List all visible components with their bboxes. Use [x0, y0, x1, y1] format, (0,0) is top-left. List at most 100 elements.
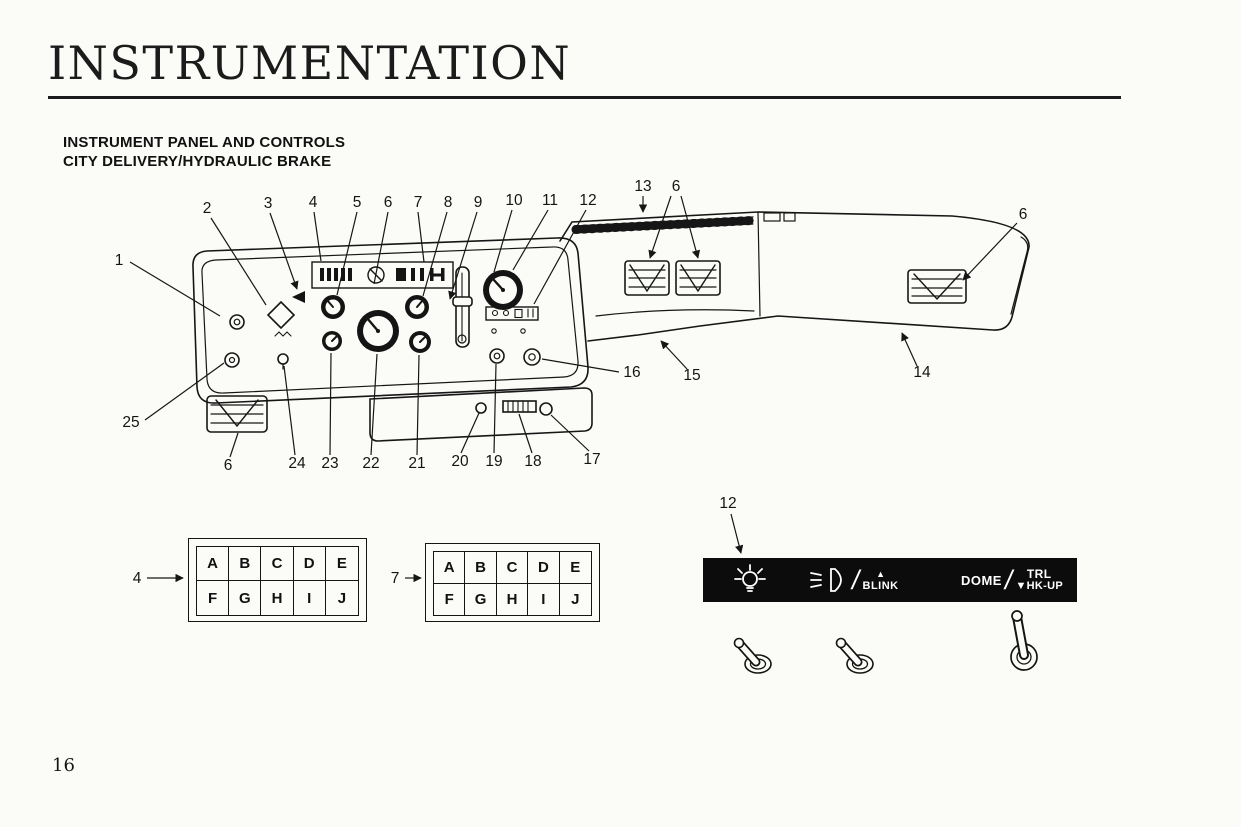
grid2-callout-label: 7 — [391, 570, 400, 587]
grid1-callout-label: 4 — [133, 570, 142, 587]
section-heading-line1: INSTRUMENT PANEL AND CONTROLS — [63, 134, 346, 151]
callout-label: 7 — [414, 194, 423, 211]
callout-label: 12 — [579, 192, 596, 209]
grid-cell: F — [434, 583, 466, 615]
leader-lines — [129, 195, 1018, 583]
callout-label: 2 — [203, 200, 212, 217]
dome-trl-legend: DOME / TRL ▼HK-UP — [960, 564, 1063, 595]
callout-label: 11 — [542, 192, 558, 209]
heater-lever-icon — [452, 266, 473, 348]
toggle-switch-icon-1 — [733, 637, 772, 674]
headlight-knob-icon — [224, 352, 240, 368]
grid-cell: E — [325, 547, 358, 581]
grid-cell: C — [261, 547, 294, 581]
callout-label: 8 — [444, 194, 453, 211]
callout-label: 21 — [408, 455, 425, 472]
callout-label: 6 — [1019, 206, 1028, 223]
grid-cell: B — [465, 552, 497, 584]
up-arrow-glyph: ▲ — [876, 569, 886, 579]
air-vent-icon-left — [206, 395, 268, 433]
trl-label: TRL — [1026, 567, 1052, 581]
air-pressure-gauge-icon — [483, 270, 523, 310]
gauge-icon-2 — [405, 295, 429, 319]
light-location-grid-2: A B C D E F G H I J — [425, 543, 600, 622]
light-location-grid-1: A B C D E F G H I J — [188, 538, 367, 622]
grid-cell: A — [197, 547, 230, 581]
grid-cell: D — [528, 552, 560, 584]
callout-label: 6 — [224, 457, 233, 474]
grid-cell: I — [294, 581, 326, 615]
grid-cell: J — [337, 589, 347, 607]
callout-label: 6 — [672, 178, 681, 195]
grid-cell: G — [229, 581, 262, 615]
blink-label: BLINK — [862, 580, 899, 592]
toggle-switch-icon-2 — [835, 637, 874, 674]
grid-cell: C — [496, 552, 529, 584]
callout-labels: 1 2 3 4 5 6 7 8 9 10 11 12 13 6 6 25 6 2… — [115, 178, 1028, 587]
air-vent-icon-mid-2 — [675, 260, 721, 296]
speedometer-icon — [357, 310, 399, 352]
section-heading-line2: CITY DELIVERY/HYDRAULIC BRAKE — [63, 153, 332, 170]
headlamp-switch-legend: / ▲ BLINK — [809, 564, 899, 595]
grid-cell: F — [197, 581, 230, 615]
callout-label: 20 — [451, 453, 469, 470]
right-dash-outline — [559, 211, 1030, 342]
callout-label: 10 — [505, 192, 523, 209]
dome-lamp-icon — [734, 564, 766, 592]
trl-hkup-labels: TRL ▼HK-UP — [1015, 568, 1063, 592]
instrument-cluster-outline — [192, 237, 589, 404]
callout-label: 22 — [362, 455, 379, 472]
callout-label: 14 — [913, 364, 931, 381]
knob-icon-16 — [523, 348, 541, 366]
page-number: 16 — [52, 755, 75, 776]
grid-cell: J — [571, 590, 580, 608]
dashboard-line-art — [192, 211, 1030, 442]
grid-cell: E — [559, 552, 591, 584]
callout-label: 25 — [122, 414, 139, 431]
grid-cells: A B C D E F G H I J — [196, 546, 359, 616]
small-knob-icon — [277, 353, 289, 370]
toggle-switch-icon-3 — [1010, 610, 1038, 671]
slash-glyph: / — [1002, 564, 1016, 595]
gauge-icon-3 — [409, 331, 431, 353]
grid-cell: A — [434, 552, 466, 584]
gauge-icon-4 — [322, 331, 342, 351]
air-vent-icon-mid-1 — [624, 260, 670, 296]
grid-cell: B — [229, 547, 262, 581]
headlamp-icon — [810, 568, 842, 592]
grid-cell: I — [528, 583, 560, 615]
gauge-icon-1 — [321, 295, 345, 319]
light-switch-panel: / ▲ BLINK DOME / TRL ▼HK-UP — [703, 558, 1077, 602]
callout-label: 23 — [321, 455, 338, 472]
title-rule — [48, 96, 1121, 99]
grid-cell: G — [465, 583, 497, 615]
switch-panel-callout-label: 12 — [719, 495, 736, 512]
lower-tray — [369, 387, 593, 442]
callout-label: 9 — [474, 194, 483, 211]
callout-label: 1 — [115, 252, 124, 269]
high-beam-arrow-icon — [292, 291, 305, 303]
page-title: INSTRUMENTATION — [48, 36, 572, 90]
grid-cell: H — [261, 581, 294, 615]
callout-label: 6 — [384, 194, 393, 211]
section-heading: INSTRUMENT PANEL AND CONTROLS CITY DELIV… — [63, 133, 345, 171]
callout-label: 24 — [288, 455, 306, 472]
brake-warning-diamond-icon — [266, 300, 296, 337]
slash-glyph: / — [849, 564, 863, 595]
dome-label: DOME — [960, 572, 1002, 588]
hk-up-label: ▼HK-UP — [1015, 580, 1063, 592]
callout-label: 16 — [623, 364, 640, 381]
ignition-switch-icon — [229, 314, 245, 330]
callout-label: 3 — [264, 195, 273, 212]
blink-position-label: ▲ BLINK — [863, 568, 899, 592]
defroster-vent-strip — [571, 216, 757, 234]
grid-cell: D — [293, 547, 326, 581]
grid-cell: H — [497, 583, 529, 615]
callout-label: 4 — [309, 194, 318, 211]
warning-light-strip — [311, 261, 454, 289]
callout-label: 17 — [583, 451, 600, 468]
callout-label: 19 — [485, 453, 502, 470]
callout-label: 18 — [524, 453, 541, 470]
